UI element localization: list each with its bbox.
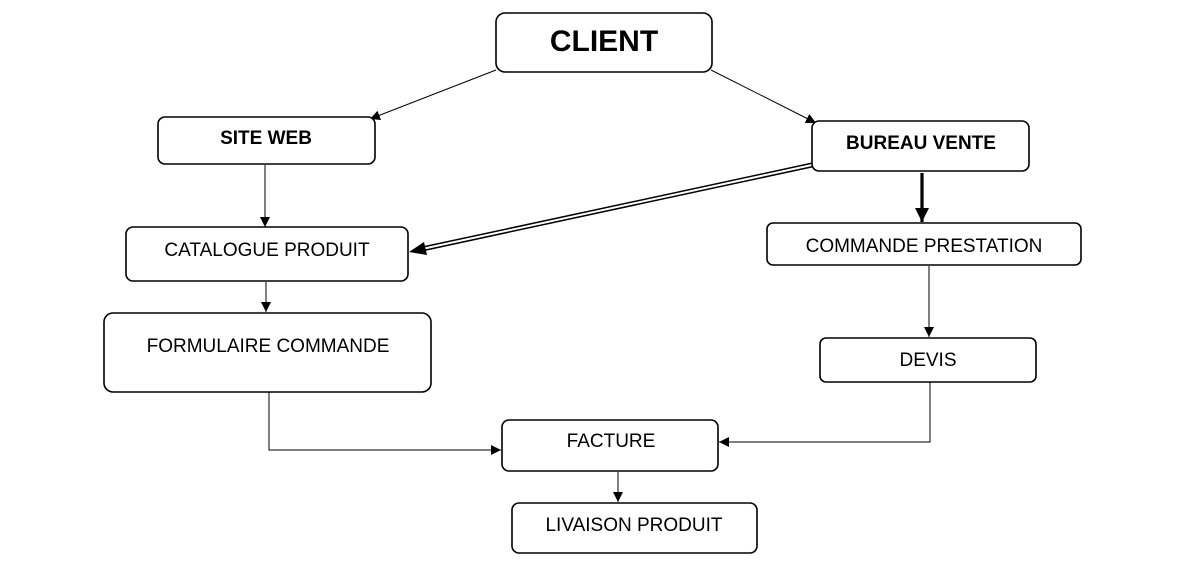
node-label-livraison-produit: LIVAISON PRODUIT [545,515,722,536]
node-site-web: SITE WEB [157,116,376,165]
node-commande-prestation: COMMANDE PRESTATION [766,222,1082,266]
node-label-site-web: SITE WEB [220,128,312,149]
node-livraison-produit: LIVAISON PRODUIT [511,502,758,554]
edge-client-to-site-web [369,69,497,121]
node-label-facture: FACTURE [567,431,656,452]
node-client: CLIENT [495,12,713,73]
node-devis: DEVIS [819,337,1037,383]
edge-formulaire-to-facture [268,391,501,455]
node-label-client: CLIENT [550,25,658,58]
node-label-catalogue-produit: CATALOGUE PRODUIT [164,240,370,261]
node-label-formulaire-commande: FORMULAIRE COMMANDE [147,336,390,357]
edge-bureau-vente-to-catalogue [409,162,813,255]
node-catalogue-produit: CATALOGUE PRODUIT [125,226,409,282]
edges [260,69,934,502]
node-label-commande-prestation: COMMANDE PRESTATION [806,236,1043,257]
edge-client-to-bureau-vente [710,69,817,124]
edge-devis-to-facture [719,382,931,447]
node-facture: FACTURE [501,419,719,472]
node-label-devis: DEVIS [899,350,956,371]
node-label-bureau-vente: BUREAU VENTE [846,133,996,154]
node-bureau-vente: BUREAU VENTE [811,120,1030,172]
node-formulaire-commande: FORMULAIRE COMMANDE [103,312,432,393]
